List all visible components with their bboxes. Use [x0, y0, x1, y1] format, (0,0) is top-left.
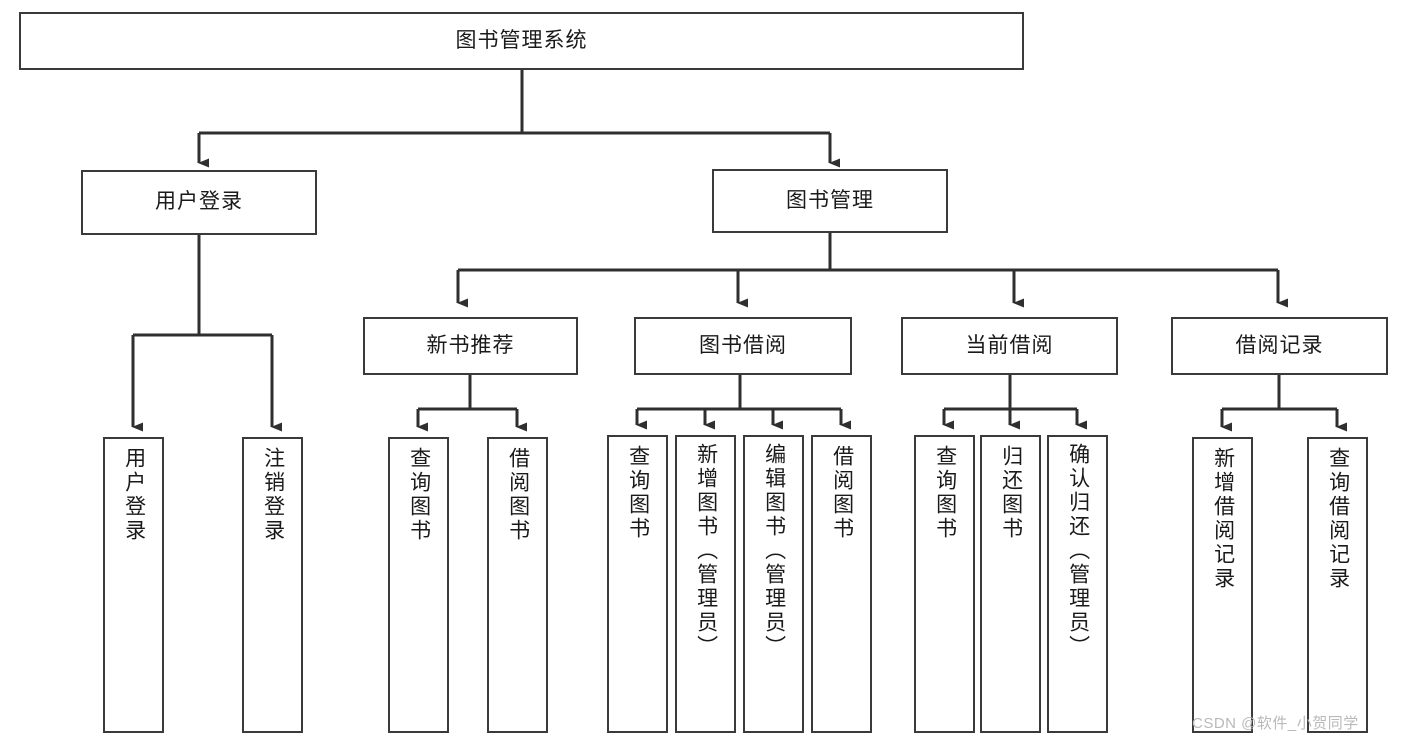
node-label: 图书借阅	[699, 333, 787, 357]
node-root-system[interactable]: 图书管理系统	[19, 12, 1024, 70]
node-label: 借阅记录	[1235, 333, 1324, 357]
leaf-query-book-current[interactable]: 查询图书	[914, 435, 975, 733]
node-label: 当前借阅	[965, 333, 1054, 357]
node-label: 查询图书	[933, 445, 957, 541]
node-label: 新增图书（管理员）	[694, 443, 718, 659]
leaf-add-book-admin[interactable]: 新增图书（管理员）	[675, 435, 736, 733]
leaf-query-book-recommend[interactable]: 查询图书	[388, 437, 449, 733]
node-label: 用户登录	[155, 190, 243, 214]
leaf-borrow-book[interactable]: 借阅图书	[811, 435, 872, 733]
node-label: 查询图书	[626, 445, 650, 541]
node-label: 图书管理	[786, 188, 874, 212]
node-label: 新增借阅记录	[1211, 447, 1235, 591]
node-label: 确认归还（管理员）	[1066, 443, 1090, 659]
node-borrow-records[interactable]: 借阅记录	[1171, 317, 1388, 375]
leaf-query-book-borrow[interactable]: 查询图书	[607, 435, 668, 733]
leaf-add-borrow-record[interactable]: 新增借阅记录	[1192, 437, 1253, 733]
node-label: 图书管理系统	[455, 28, 588, 52]
leaf-logout-login[interactable]: 注销登录	[242, 437, 303, 733]
leaf-edit-book-admin[interactable]: 编辑图书（管理员）	[743, 435, 804, 733]
leaf-query-borrow-record[interactable]: 查询借阅记录	[1307, 437, 1368, 733]
node-label: 借阅图书	[506, 447, 530, 543]
csdn-watermark: CSDN @软件_小贺同学	[1192, 715, 1359, 732]
leaf-user-login[interactable]: 用户登录	[103, 437, 164, 733]
node-current-borrow[interactable]: 当前借阅	[901, 317, 1118, 375]
node-label: 归还图书	[999, 445, 1023, 541]
node-label: 新书推荐	[426, 333, 515, 357]
leaf-borrow-book-recommend[interactable]: 借阅图书	[487, 437, 548, 733]
node-label: 注销登录	[261, 447, 285, 543]
node-new-book-recommend[interactable]: 新书推荐	[363, 317, 578, 375]
node-label: 查询借阅记录	[1326, 447, 1350, 591]
leaf-confirm-return-admin[interactable]: 确认归还（管理员）	[1047, 435, 1108, 733]
node-label: 借阅图书	[830, 445, 854, 541]
leaf-return-book[interactable]: 归还图书	[980, 435, 1041, 733]
node-label: 用户登录	[122, 447, 146, 543]
node-book-borrow[interactable]: 图书借阅	[634, 317, 852, 375]
node-label: 查询图书	[407, 447, 431, 543]
node-user-login[interactable]: 用户登录	[81, 170, 317, 235]
node-label: 编辑图书（管理员）	[762, 443, 786, 659]
node-book-management[interactable]: 图书管理	[712, 169, 948, 233]
